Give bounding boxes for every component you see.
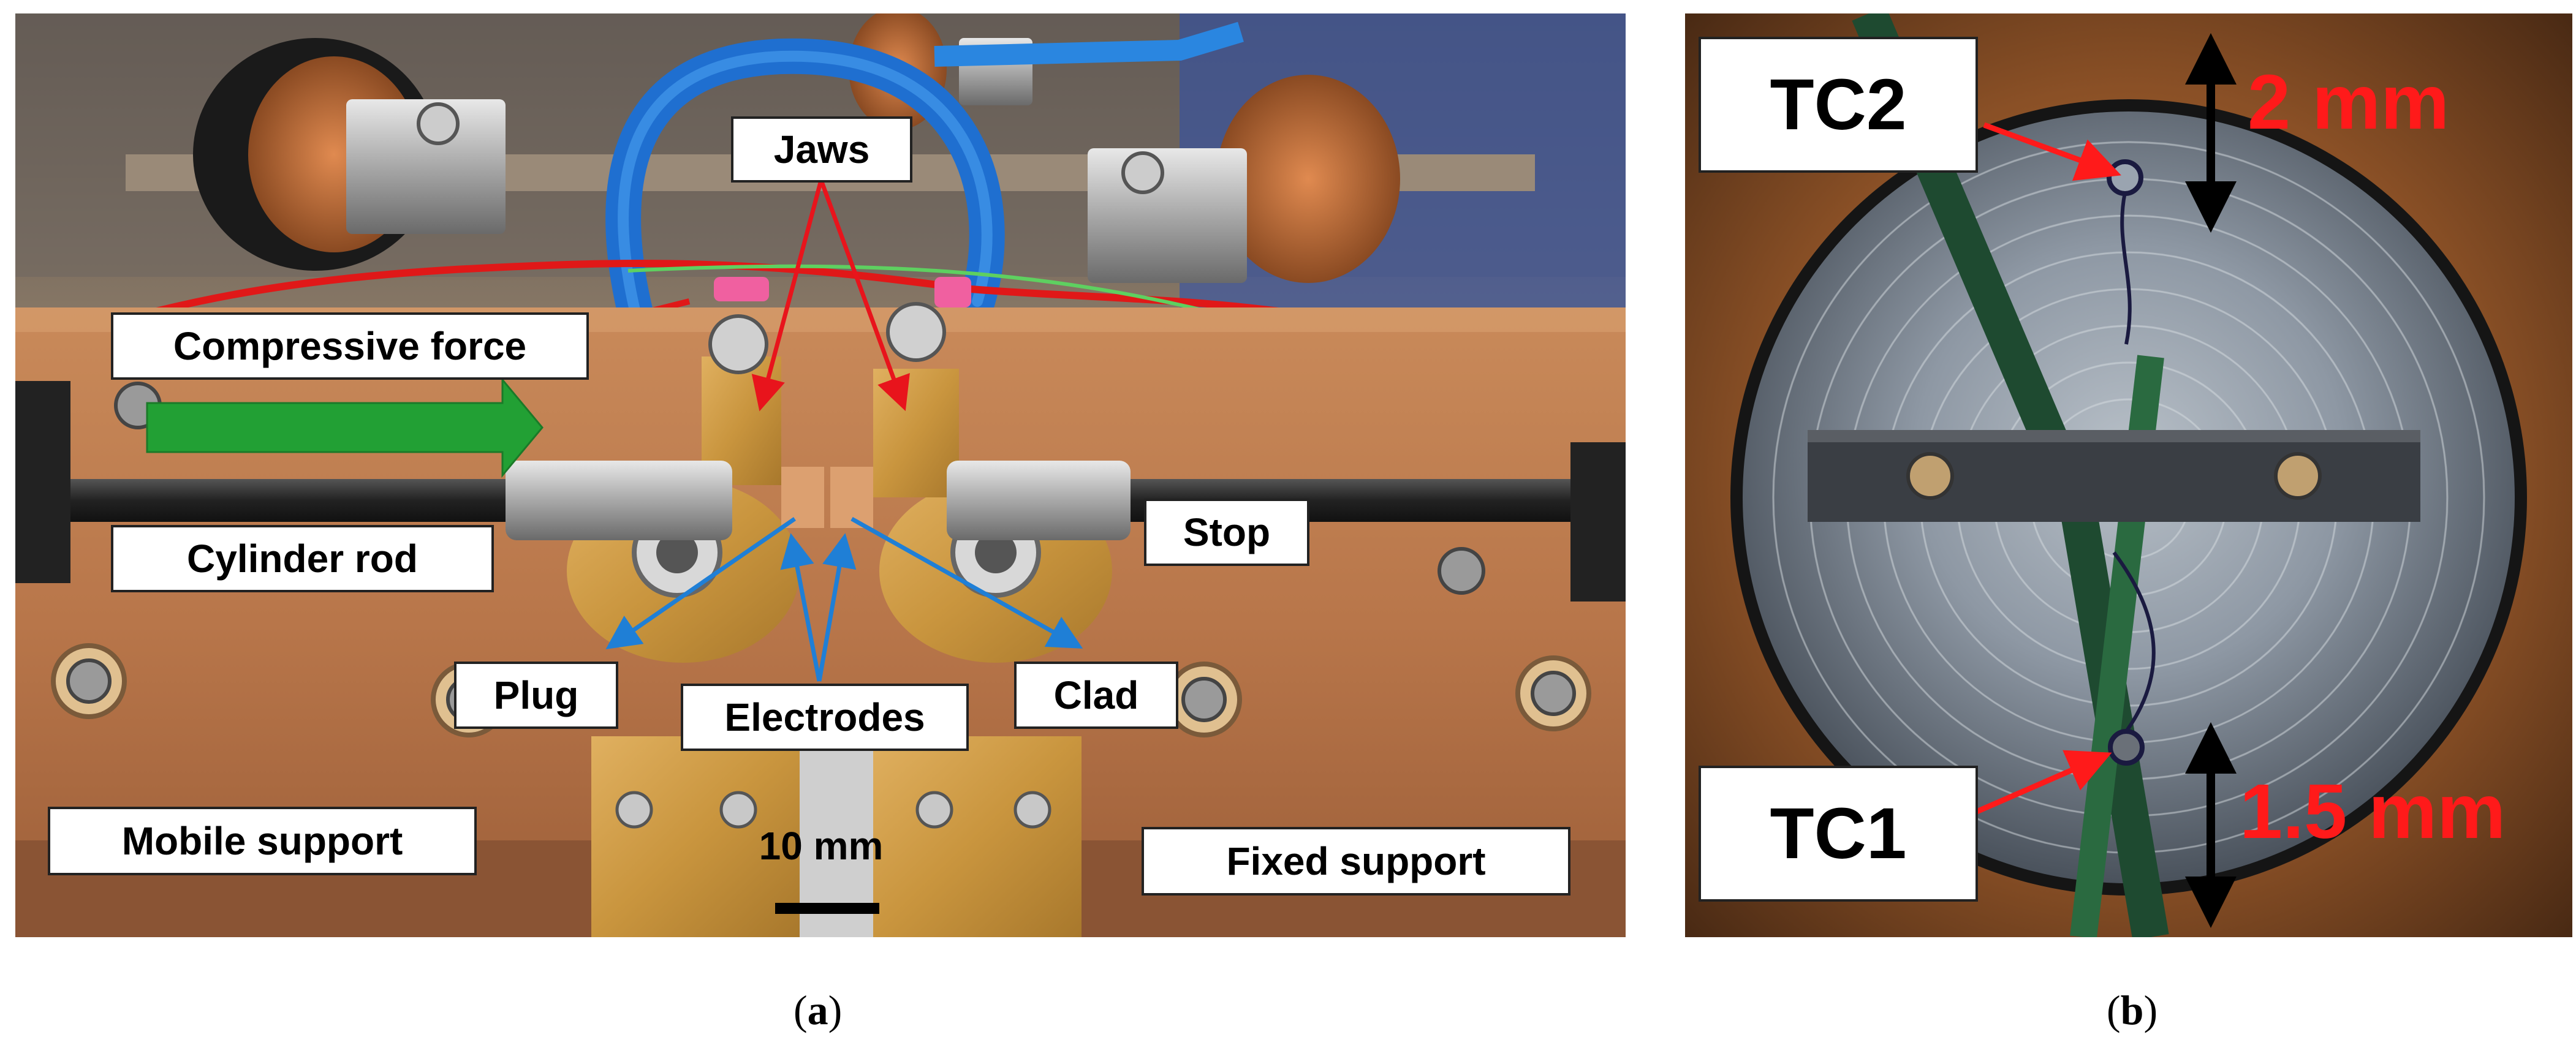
pointer-arrows [605, 179, 1083, 682]
label-clad: Clad [1014, 662, 1178, 729]
specimen-cross-section-photo [1685, 13, 2572, 937]
label-stop: Stop [1144, 499, 1309, 566]
panel-b-arrows [1966, 33, 2237, 928]
electrodes-arrows [780, 533, 857, 682]
label-scale-bar: 10 mm [759, 824, 884, 868]
clad-arrow [850, 516, 1083, 649]
caption-a-letter: a [807, 987, 828, 1033]
label-tc2: TC2 [1699, 37, 1978, 173]
label-compressive-force: Compressive force [111, 312, 589, 380]
label-mobile-support: Mobile support [48, 807, 477, 875]
label-jaws: Jaws [731, 116, 912, 183]
label-electrodes: Electrodes [681, 684, 969, 751]
caption-b: (b) [2107, 987, 2158, 1033]
photo-panel-a: Jaws Compressive force Cylinder rod Stop… [15, 13, 1626, 937]
photo-panel-b: TC2 TC1 2 mm 1.5 mm [1685, 13, 2572, 937]
label-plug: Plug [454, 662, 618, 729]
scale-bar-line [775, 903, 879, 914]
caption-a: (a) [794, 987, 843, 1033]
label-fixed-support: Fixed support [1142, 827, 1570, 896]
label-cylinder-rod: Cylinder rod [111, 525, 494, 592]
compressive-force-arrow [146, 377, 544, 478]
tc1-pointer-arrow [1966, 750, 2112, 819]
caption-b-letter: b [2120, 987, 2144, 1033]
plug-arrow [605, 517, 796, 649]
dimension-label-1-5mm: 1.5 mm [2240, 768, 2506, 854]
label-tc1: TC1 [1699, 766, 1978, 902]
jaws-arrows [751, 179, 910, 412]
dimension-label-2mm: 2 mm [2248, 59, 2450, 145]
tc2-pointer-arrow [1983, 122, 2121, 181]
